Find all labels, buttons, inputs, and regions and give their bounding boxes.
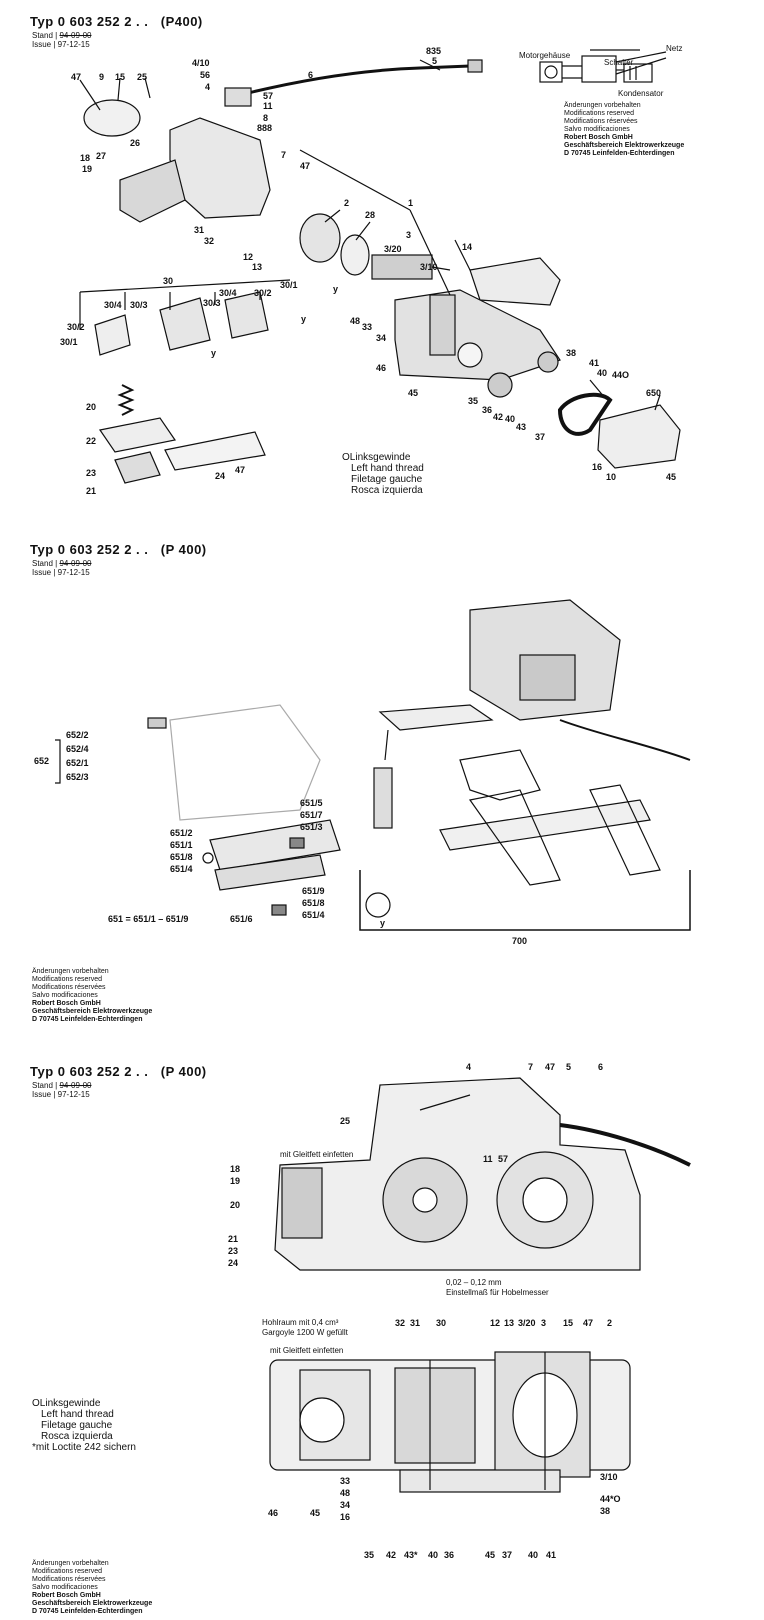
- setting-range: 0,02 – 0,12 mm: [446, 1278, 502, 1287]
- label-mains: Netz: [666, 44, 683, 53]
- setting-note: Einstellmaß für Hobelmesser: [446, 1288, 549, 1297]
- panel3-meta: Stand | 94-09-00 Issue | 97-12-15: [32, 1081, 92, 1099]
- panel1-title: Typ 0 603 252 2 . . (P400): [30, 14, 203, 29]
- grease-note: mit Gleitfett einfetten: [280, 1150, 354, 1159]
- section-view-top: [274, 1077, 691, 1271]
- left-thread-symbol: O: [342, 452, 350, 463]
- changes-note-2: Änderungen vorbehalten Modifications res…: [32, 968, 153, 1023]
- exploded-view-1: [79, 59, 681, 484]
- label-capacitor: Kondensator: [618, 89, 664, 98]
- loctite-symbol: *: [32, 1442, 36, 1453]
- label-switch: Schalter: [604, 58, 634, 67]
- panel3-title: Typ 0 603 252 2 . . (P 400): [30, 1064, 207, 1079]
- label-motor-housing: Motorgehäuse: [519, 51, 571, 60]
- changes-note-3: Änderungen vorbehalten Modifications res…: [32, 1560, 153, 1615]
- model-name: (P400): [160, 14, 203, 29]
- panel2-meta: Stand | 94-09-00 Issue | 97-12-15: [32, 559, 92, 577]
- section-view-bottom: [269, 1351, 631, 1493]
- panel1-meta: Stand | 94-09-00 Issue | 97-12-15: [32, 31, 92, 49]
- panel2-title: Typ 0 603 252 2 . . (P 400): [30, 542, 207, 557]
- thread-legend-1: OLinksgewinde Left hand thread Filetage …: [342, 452, 424, 496]
- exploded-view-2: [55, 599, 691, 931]
- wiring-diagram: [539, 49, 667, 83]
- type-number: Typ 0 603 252 2 . .: [30, 14, 149, 29]
- changes-note-1: Änderungen vorbehalten Modifications res…: [564, 102, 685, 157]
- thread-legend-3: OLinksgewinde Left hand thread Filetage …: [32, 1398, 136, 1453]
